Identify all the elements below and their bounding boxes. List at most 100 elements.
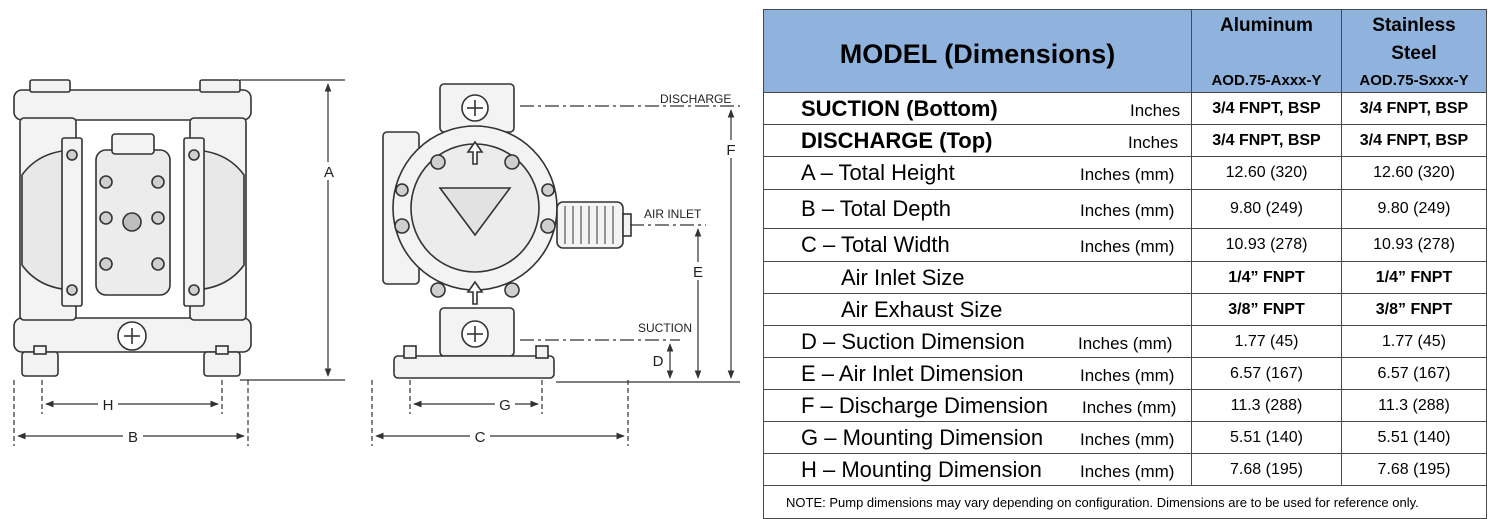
e-label-bg (689, 262, 707, 280)
row-unit: Inches (1130, 100, 1181, 120)
table-row: B – Total Depth Inches (mm) 9.80 (249) 9… (763, 189, 1487, 229)
aluminum-value: 1/4” FNPT (1191, 261, 1342, 294)
row-unit: Inches (mm) (1078, 333, 1173, 353)
dimensions-table: MODEL (Dimensions) Aluminum AOD.75-Axxx-… (763, 9, 1487, 519)
table-row: DISCHARGE (Top) Inches 3/4 FNPT, BSP 3/4… (763, 124, 1487, 157)
aluminum-value: 3/4 FNPT, BSP (1191, 92, 1342, 125)
row-label-cell: C – Total Width Inches (mm) (763, 228, 1192, 262)
aluminum-label: Aluminum (1220, 15, 1313, 36)
dimension-label-c: C (475, 429, 486, 446)
b-label-bg (123, 428, 143, 444)
table-row: D – Suction Dimension Inches (mm) 1.77 (… (763, 325, 1487, 358)
row-unit: Inches (mm) (1080, 165, 1175, 184)
row-label-cell: F – Discharge Dimension Inches (mm) (763, 389, 1192, 422)
table-row: E – Air Inlet Dimension Inches (mm) 6.57… (763, 357, 1487, 390)
row-name: B – Total Depth (801, 196, 952, 221)
row-label-cell: E – Air Inlet Dimension Inches (mm) (763, 357, 1192, 390)
row-name: H – Mounting Dimension (801, 456, 1042, 482)
dimension-label-a: A (324, 164, 334, 181)
stainless-model-code: AOD.75-Sxxx-Y (1359, 72, 1469, 89)
air-inlet-callout: AIR INLET (644, 207, 702, 221)
discharge-callout: DISCHARGE (660, 92, 731, 106)
row-label-cell: Air Exhaust Size (763, 293, 1192, 326)
row-unit: Inches (mm) (1080, 365, 1175, 385)
h-label-bg (98, 396, 118, 412)
stainless-value: 9.80 (249) (1341, 189, 1487, 229)
table-row: SUCTION (Bottom) Inches 3/4 FNPT, BSP 3/… (763, 92, 1487, 125)
stainless-label-line1: Stainless (1372, 15, 1456, 36)
note-row: NOTE: Pump dimensions may vary depending… (763, 485, 1487, 519)
pump-dimension-drawing: H B A (13, 79, 740, 446)
aluminum-header: Aluminum AOD.75-Axxx-Y (1191, 9, 1342, 93)
aluminum-value: 12.60 (320) (1191, 156, 1342, 190)
pump-front-view (13, 79, 252, 377)
reference-note: NOTE: Pump dimensions may vary depending… (763, 485, 1487, 519)
row-name: Air Exhaust Size (841, 296, 1003, 322)
row-unit: Inches (mm) (1080, 201, 1175, 220)
row-unit: Inches (mm) (1082, 397, 1177, 417)
stainless-value: 3/8” FNPT (1341, 293, 1487, 326)
aluminum-model-code: AOD.75-Axxx-Y (1211, 72, 1322, 89)
stainless-value: 7.68 (195) (1341, 453, 1487, 486)
dimension-label-b: B (128, 429, 138, 446)
f-label-bg (722, 140, 740, 158)
dimension-label-h: H (103, 397, 114, 414)
row-name: Air Inlet Size (841, 264, 965, 290)
aluminum-value: 6.57 (167) (1191, 357, 1342, 390)
dimension-label-e: E (693, 264, 703, 281)
table-row: Air Exhaust Size 3/8” FNPT 3/8” FNPT (763, 293, 1487, 326)
row-label-cell: SUCTION (Bottom) Inches (763, 92, 1192, 125)
aluminum-value: 11.3 (288) (1191, 389, 1342, 422)
stainless-value: 10.93 (278) (1341, 228, 1487, 262)
row-name: C – Total Width (801, 232, 950, 257)
table-header-row: MODEL (Dimensions) Aluminum AOD.75-Axxx-… (763, 9, 1487, 93)
row-name: E – Air Inlet Dimension (801, 360, 1024, 386)
stainless-label: Stainless Steel (1342, 10, 1486, 68)
stainless-value: 1.77 (45) (1341, 325, 1487, 358)
row-name: DISCHARGE (Top) (801, 127, 993, 153)
front-view-dimensions (13, 79, 345, 446)
aluminum-value: 1.77 (45) (1191, 325, 1342, 358)
table-row: C – Total Width Inches (mm) 10.93 (278) … (763, 228, 1487, 262)
table-row: F – Discharge Dimension Inches (mm) 11.3… (763, 389, 1487, 422)
row-name: F – Discharge Dimension (801, 392, 1048, 418)
pump-side-view (382, 83, 632, 379)
c-label-bg (470, 428, 490, 444)
row-label-cell: DISCHARGE (Top) Inches (763, 124, 1192, 157)
aluminum-value: 10.93 (278) (1191, 228, 1342, 262)
suction-callout: SUCTION (638, 321, 692, 335)
aluminum-value: 3/8” FNPT (1191, 293, 1342, 326)
row-label-cell: Air Inlet Size (763, 261, 1192, 294)
aluminum-value: 3/4 FNPT, BSP (1191, 124, 1342, 157)
row-unit: Inches (mm) (1080, 237, 1175, 256)
stainless-value: 12.60 (320) (1341, 156, 1487, 190)
stainless-value: 1/4” FNPT (1341, 261, 1487, 294)
stainless-header: Stainless Steel AOD.75-Sxxx-Y (1341, 9, 1487, 93)
stainless-value: 6.57 (167) (1341, 357, 1487, 390)
row-label-cell: A – Total Height Inches (mm) (763, 156, 1192, 190)
stainless-label-line2: Steel (1391, 43, 1437, 64)
row-unit: Inches (mm) (1080, 429, 1175, 449)
stainless-value: 3/4 FNPT, BSP (1341, 124, 1487, 157)
row-label-cell: H – Mounting Dimension Inches (mm) (763, 453, 1192, 486)
row-name: D – Suction Dimension (801, 328, 1025, 354)
row-name: SUCTION (Bottom) (801, 95, 998, 121)
table-row: Air Inlet Size 1/4” FNPT 1/4” FNPT (763, 261, 1487, 294)
stainless-value: 3/4 FNPT, BSP (1341, 92, 1487, 125)
stainless-value: 5.51 (140) (1341, 421, 1487, 454)
table-row: A – Total Height Inches (mm) 12.60 (320)… (763, 156, 1487, 190)
a-label-bg (320, 162, 338, 180)
row-unit: Inches (1128, 132, 1179, 152)
row-name: G – Mounting Dimension (801, 424, 1044, 450)
table-row: G – Mounting Dimension Inches (mm) 5.51 … (763, 421, 1487, 454)
aluminum-value: 7.68 (195) (1191, 453, 1342, 486)
aluminum-value: 9.80 (249) (1191, 189, 1342, 229)
note-text: Pump dimensions may vary depending on co… (825, 494, 1419, 510)
row-label-cell: B – Total Depth Inches (mm) (763, 189, 1192, 229)
g-label-bg (495, 396, 515, 412)
dimension-label-g: G (499, 397, 511, 414)
row-label-cell: D – Suction Dimension Inches (mm) (763, 325, 1192, 358)
row-name: A – Total Height (801, 160, 955, 185)
stainless-value: 11.3 (288) (1341, 389, 1487, 422)
dimension-label-f: F (726, 142, 735, 159)
